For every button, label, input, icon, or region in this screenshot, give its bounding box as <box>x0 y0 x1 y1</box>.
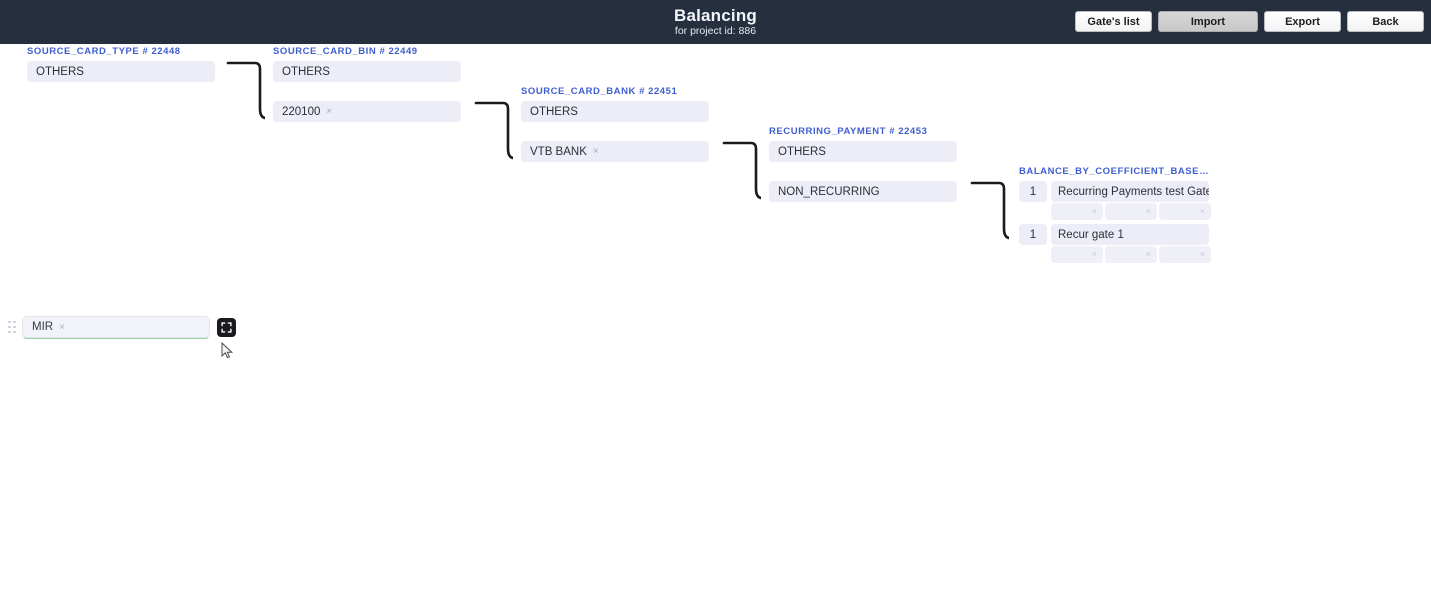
export-button[interactable]: Export <box>1264 11 1341 32</box>
clear-icon[interactable]: × <box>1091 249 1097 259</box>
gate-subfield[interactable]: × <box>1105 203 1157 220</box>
flow-field[interactable]: OTHERS <box>27 61 215 82</box>
group-label: SOURCE_CARD_TYPE # 22448 <box>27 46 181 57</box>
flow-group-source-card-bank: SOURCE_CARD_BANK # 22451 OTHERS VTB BANK… <box>521 86 709 162</box>
flow-group-recurring-payment: RECURRING_PAYMENT # 22453 OTHERS NON_REC… <box>769 126 957 202</box>
flow-field-value: OTHERS <box>282 65 330 78</box>
clear-icon[interactable]: × <box>1199 206 1205 216</box>
palette-item[interactable]: MIR × <box>8 316 236 338</box>
flow-field-value: NON_RECURRING <box>778 185 880 198</box>
flow-canvas: SOURCE_CARD_TYPE # 22448 OTHERS SOURCE_C… <box>0 44 1431 601</box>
clear-icon[interactable]: × <box>1091 206 1097 216</box>
flow-field-value: OTHERS <box>778 145 826 158</box>
page-title: Balancing <box>673 6 758 26</box>
flow-group-source-card-bin: SOURCE_CARD_BIN # 22449 OTHERS 220100 × <box>273 46 461 122</box>
app-header: Balancing for project id: 886 Gate's lis… <box>0 0 1431 44</box>
gate-subfield[interactable]: × <box>1051 246 1103 263</box>
flow-field[interactable]: OTHERS <box>273 61 461 82</box>
flow-field-value: OTHERS <box>36 65 84 78</box>
flow-field-value: OTHERS <box>530 105 578 118</box>
gate-subfield-row: × × × <box>1051 203 1211 220</box>
flow-group-balance-by-coefficient: BALANCE_BY_COEFFICIENT_BASED... 1 Recurr… <box>1019 166 1211 264</box>
flow-group-source-card-type: SOURCE_CARD_TYPE # 22448 OTHERS <box>27 46 215 82</box>
connector-line <box>969 179 1009 243</box>
clear-icon[interactable]: × <box>326 105 333 117</box>
connector-line <box>473 99 513 163</box>
clear-icon[interactable]: × <box>1145 249 1151 259</box>
gate-row: 1 Recur gate 1 <box>1019 224 1211 245</box>
connector-line <box>721 139 761 203</box>
back-button[interactable]: Back <box>1347 11 1424 32</box>
gates-list-button[interactable]: Gate's list <box>1075 11 1152 32</box>
import-button[interactable]: Import <box>1158 11 1258 32</box>
gate-subfield[interactable]: × <box>1159 203 1211 220</box>
fullscreen-expand-icon[interactable] <box>217 317 236 337</box>
palette-value: MIR <box>32 321 54 333</box>
group-label: SOURCE_CARD_BIN # 22449 <box>273 46 418 57</box>
clear-icon[interactable]: × <box>1199 249 1205 259</box>
gate-name-field[interactable]: Recur gate 1 <box>1051 224 1209 245</box>
gate-subfield[interactable]: × <box>1105 246 1157 263</box>
flow-field[interactable]: NON_RECURRING <box>769 181 957 202</box>
flow-field[interactable]: 220100 × <box>273 101 461 122</box>
clear-icon[interactable]: × <box>59 321 65 333</box>
mouse-cursor <box>221 341 234 365</box>
group-label: BALANCE_BY_COEFFICIENT_BASED... <box>1019 166 1211 177</box>
palette-value-field[interactable]: MIR × <box>22 316 210 338</box>
gate-subfield[interactable]: × <box>1159 246 1211 263</box>
connector-line <box>225 59 265 123</box>
clear-icon[interactable]: × <box>1145 206 1151 216</box>
flow-field[interactable]: OTHERS <box>521 101 709 122</box>
flow-field[interactable]: VTB BANK × <box>521 141 709 162</box>
gate-subfield-row: × × × <box>1051 246 1211 263</box>
group-label: SOURCE_CARD_BANK # 22451 <box>521 86 678 97</box>
flow-field-value: 220100 <box>282 105 321 118</box>
gate-name-field[interactable]: Recurring Payments test Gate <box>1051 181 1209 202</box>
flow-field[interactable]: OTHERS <box>769 141 957 162</box>
gate-row: 1 Recurring Payments test Gate <box>1019 181 1211 202</box>
clear-icon[interactable]: × <box>592 145 599 157</box>
flow-field-value: VTB BANK <box>530 145 587 158</box>
app-brand: Balancing for project id: 886 <box>674 7 757 37</box>
header-actions: Gate's list Import Export Back <box>1075 11 1424 32</box>
gate-subfield[interactable]: × <box>1051 203 1103 220</box>
drag-handle-icon[interactable] <box>8 320 17 334</box>
gate-coefficient[interactable]: 1 <box>1019 181 1047 202</box>
group-label: RECURRING_PAYMENT # 22453 <box>769 126 928 137</box>
page-subtitle: for project id: 886 <box>674 24 757 37</box>
gate-coefficient[interactable]: 1 <box>1019 224 1047 245</box>
